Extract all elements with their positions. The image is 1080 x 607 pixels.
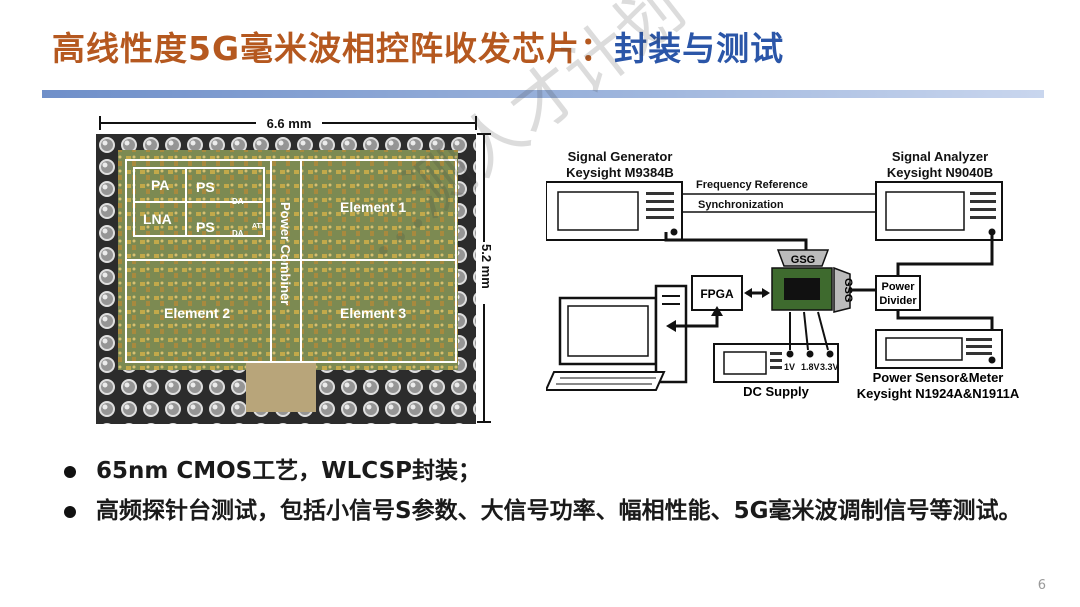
dc-supply: DC Supply (713, 343, 839, 399)
chip-height-label: 5.2 mm (479, 244, 494, 289)
svg-text:Power: Power (881, 281, 915, 293)
page-number: 6 (1037, 578, 1046, 593)
chip-element-3: Element 3 (340, 305, 406, 321)
signal-analyzer (875, 181, 1003, 241)
sa-name: Signal Analyzer (892, 149, 988, 164)
bullet-item: 高频探针台测试，包括小信号S参数、大信号功率、幅相性能、5G毫米波调制信号等测试… (58, 494, 1058, 529)
power-sensor-name: Power Sensor&Meter (873, 370, 1004, 385)
bullet-dot-icon (64, 506, 76, 518)
test-setup-diagram: Signal Generator Keysight M9384B Signal … (546, 149, 1020, 401)
chip-combiner-label: Power Combiner (278, 202, 293, 305)
chip-micrograph: 6.6 mm 5.2 mm PA PS LNA PS DA DA ATT Pow… (96, 114, 494, 424)
sync-label: Synchronization (698, 199, 784, 211)
bullet-list: 65nm CMOS工艺，WLCSP封装； 高频探针台测试，包括小信号S参数、大信… (58, 454, 1058, 534)
computer-icon (546, 284, 688, 391)
chip-ps1-label: PS (196, 179, 215, 195)
title-accent: 封装与测试 (614, 29, 785, 68)
chip-att-label: ATT (252, 223, 266, 230)
chip-da2-label: DA (232, 229, 244, 238)
chip-ps2-label: PS (196, 219, 215, 235)
bullet-text: 65nm CMOS工艺，WLCSP封装； (96, 458, 481, 484)
chip-width-label: 6.6 mm (267, 116, 312, 131)
sg-model: Keysight M9384B (566, 165, 674, 180)
fpga-box: FPGA (691, 275, 743, 311)
sg-name: Signal Generator (568, 149, 673, 164)
gsg-probe-top: GSG (776, 249, 830, 267)
power-divider: Power Divider (875, 275, 921, 311)
svg-text:FPGA: FPGA (700, 287, 734, 301)
power-sensor-model: Keysight N1924A&N1911A (857, 386, 1020, 401)
signal-generator (546, 181, 683, 241)
svg-text:GSG: GSG (842, 278, 854, 302)
svg-text:Divider: Divider (879, 295, 917, 307)
gsg-probe-right: GSG (833, 266, 854, 313)
sa-model: Keysight N9040B (887, 165, 993, 180)
svg-text:GSG: GSG (791, 254, 815, 266)
voltage-3: 3.3V (820, 362, 839, 372)
bullet-dot-icon (64, 466, 76, 478)
chip-pa-label: PA (151, 177, 169, 193)
voltage-1: 1V (784, 362, 795, 372)
chip-lna-label: LNA (143, 211, 172, 227)
page-title: 高线性度5G毫米波相控阵收发芯片：封装与测试 (52, 22, 784, 70)
title-main: 高线性度5G毫米波相控阵收发芯片： (52, 29, 615, 68)
freq-ref-label: Frequency Reference (696, 179, 808, 191)
power-sensor-meter (875, 329, 1003, 369)
chip-element-1: Element 1 (340, 199, 406, 215)
title-underline (42, 90, 1044, 98)
chip-element-2: Element 2 (164, 305, 230, 321)
dc-supply-label: DC Supply (743, 384, 809, 399)
bullet-item: 65nm CMOS工艺，WLCSP封装； (58, 454, 1058, 489)
chip-da1-label: DA (232, 197, 244, 206)
voltage-2: 1.8V (801, 362, 820, 372)
bullet-text: 高频探针台测试，包括小信号S参数、大信号功率、幅相性能、5G毫米波调制信号等测试… (96, 498, 1022, 524)
